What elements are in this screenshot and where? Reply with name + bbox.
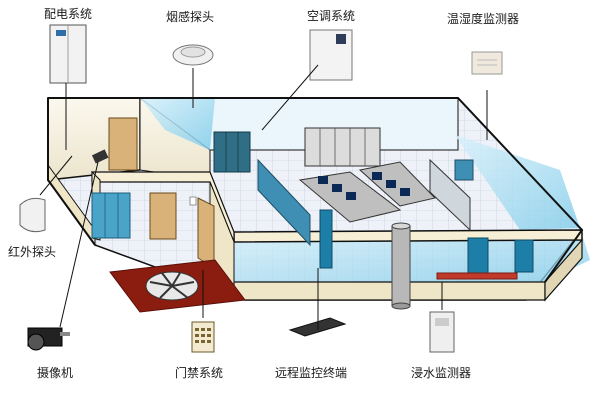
ups-cabinets xyxy=(91,131,251,239)
ac-unit-icon xyxy=(309,29,353,81)
infrared-probe-label: 红外探头 xyxy=(8,245,57,259)
infrared-probe-icon xyxy=(19,197,46,233)
access-control-label: 门禁系统 xyxy=(175,366,224,380)
ac-system-label: 空调系统 xyxy=(307,9,356,23)
smoke-detector-icon xyxy=(172,44,214,66)
leader-camera xyxy=(59,161,99,328)
power-cabinet-icon xyxy=(49,24,87,84)
remote-terminal-label: 远程监控终端 xyxy=(275,366,348,380)
camera-label: 摄像机 xyxy=(37,366,74,380)
leader-infrared xyxy=(39,155,73,196)
humidity-sensor-icon xyxy=(471,51,503,75)
server-racks xyxy=(257,127,534,274)
camera-icon xyxy=(27,149,109,351)
power-system-label: 配电系统 xyxy=(44,7,93,21)
carpet xyxy=(109,259,246,313)
leader-lines xyxy=(39,64,488,330)
access-control-icon xyxy=(191,321,215,353)
humidity-monitor-label: 温湿度监测器 xyxy=(447,12,520,26)
water-monitor-icon xyxy=(429,311,455,353)
monitor-desks xyxy=(298,161,436,223)
water-monitor-label: 浸水监测器 xyxy=(411,366,472,380)
leader-ac xyxy=(261,64,319,131)
water-column xyxy=(391,222,518,310)
smoke-detector-label: 烟感探头 xyxy=(166,10,215,24)
